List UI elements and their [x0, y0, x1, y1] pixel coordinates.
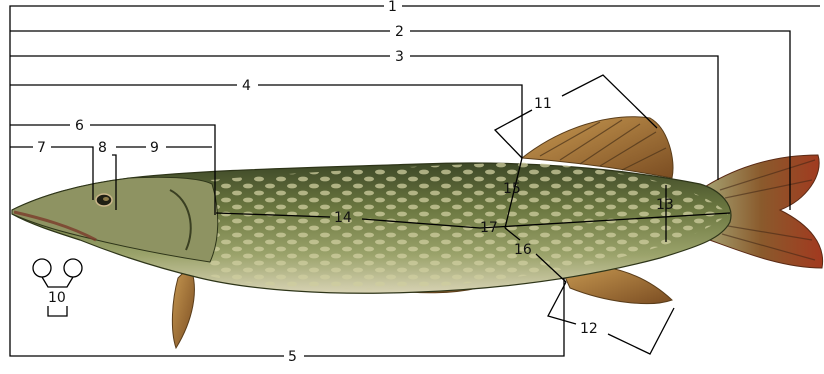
label-14: 14 [334, 210, 352, 226]
label-11: 11 [534, 96, 552, 112]
pectoral-fin [172, 266, 194, 348]
label-15: 15 [503, 181, 521, 197]
label-3: 3 [395, 49, 404, 65]
label-12: 12 [580, 321, 598, 337]
label-1: 1 [388, 0, 397, 15]
label-2: 2 [395, 24, 404, 40]
label-16: 16 [514, 242, 532, 258]
label-10: 10 [48, 290, 66, 306]
pike-fish-image [12, 117, 823, 348]
label-5: 5 [288, 349, 297, 365]
label-17: 17 [480, 220, 498, 236]
label-6: 6 [75, 118, 84, 134]
label-7: 7 [37, 140, 46, 156]
label-9: 9 [150, 140, 159, 156]
label-13: 13 [656, 197, 674, 213]
label-8: 8 [98, 140, 107, 156]
label-4: 4 [242, 78, 251, 94]
